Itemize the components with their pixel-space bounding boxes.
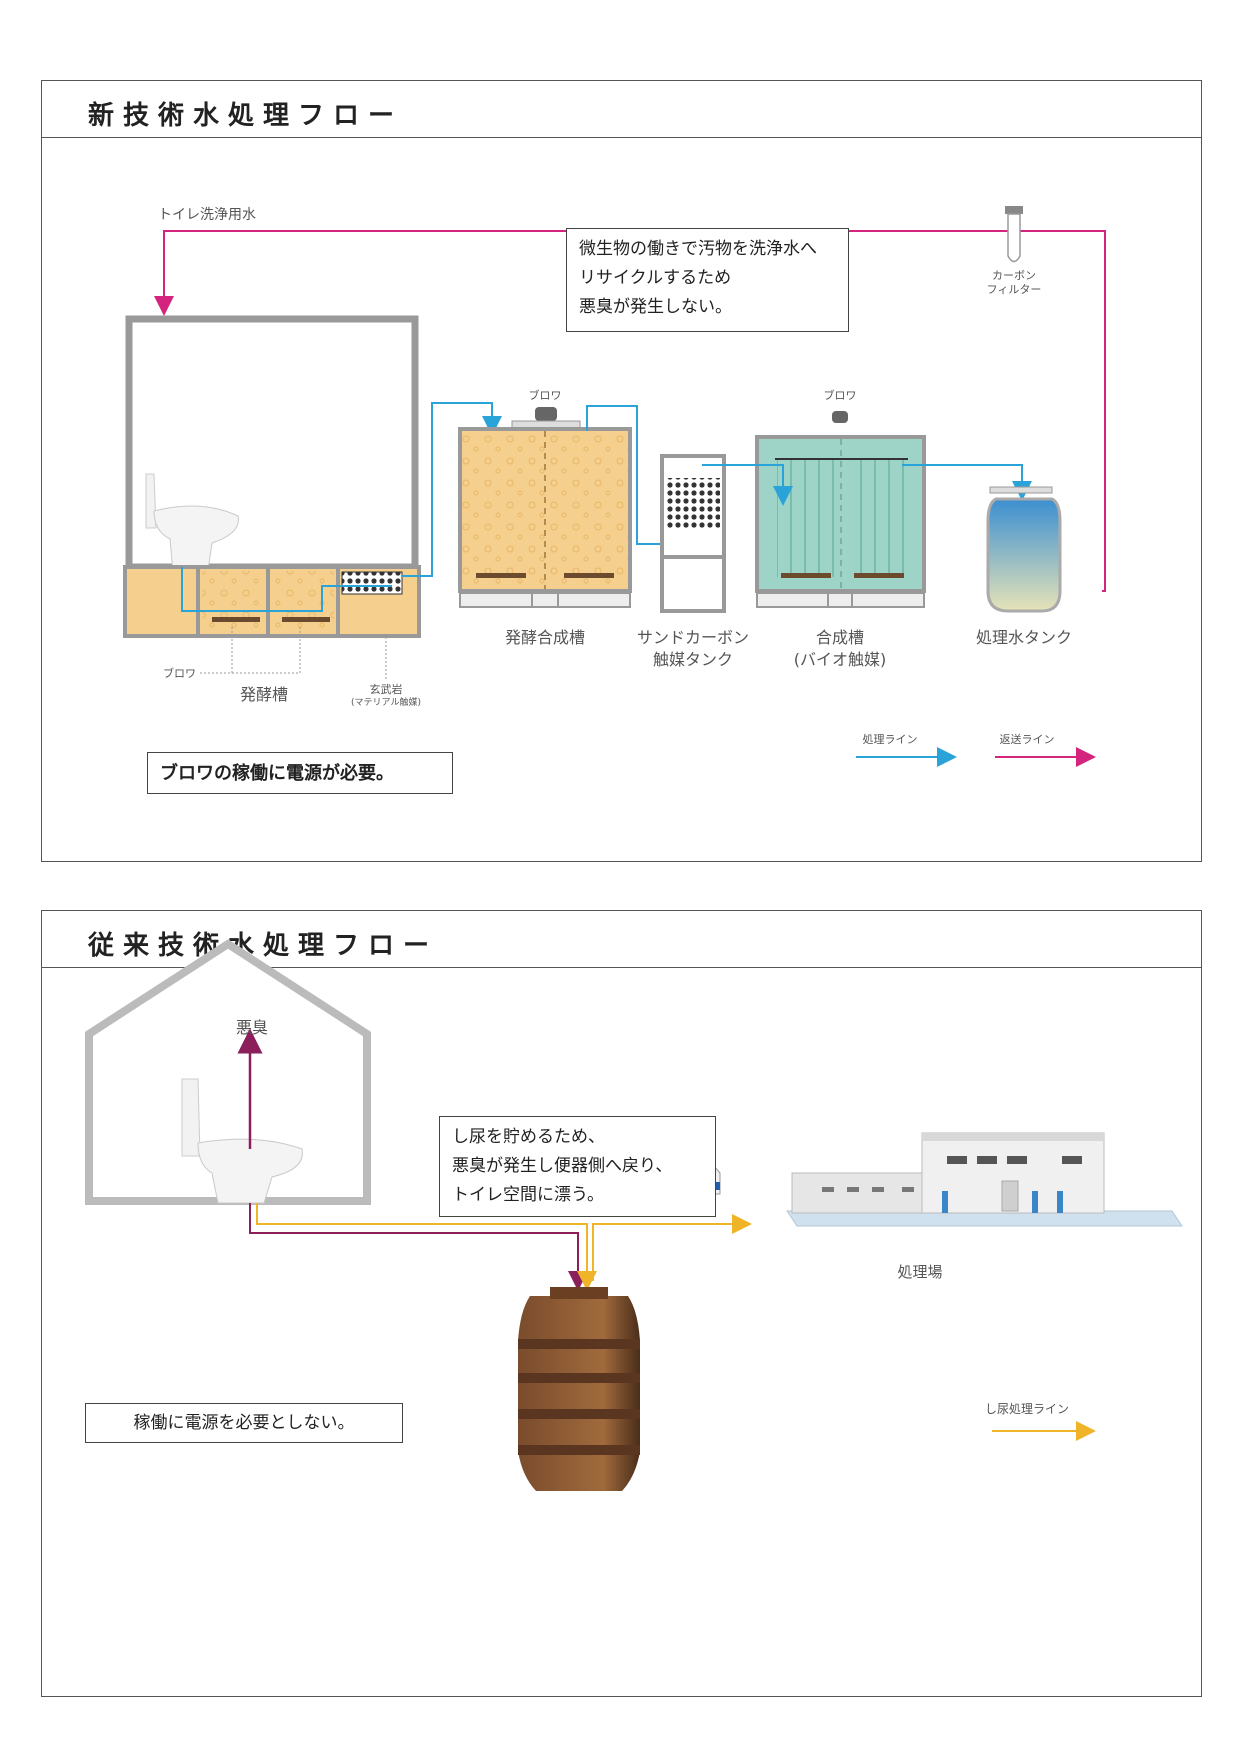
carbon-filter-label-1: カーボン (992, 269, 1036, 282)
new-flow-description-line-2: リサイクルするため (579, 268, 732, 288)
old-flow-description-line-2: 悪臭が発生し便器側へ戻り、 (452, 1156, 673, 1176)
sand-carbon-label-2: 触媒タンク (653, 650, 733, 669)
storage-tank (518, 1296, 640, 1491)
house-outline (85, 939, 371, 1205)
toilet-icon (145, 473, 239, 584)
old-flow-diagram: 悪臭 し尿 汲取 (85, 939, 1183, 1491)
new-flow-panel: 新技術水処理フロー (41, 80, 1202, 862)
carbon-filter-icon (1005, 206, 1023, 263)
return-line (154, 230, 1106, 592)
fermentation-tank-label: 発酵槽 (240, 685, 288, 704)
blower-label-mid: ブロワ (529, 388, 562, 402)
synthesis-tank-label-1: 合成槽 (816, 628, 864, 647)
fermentation-synthesis-label: 発酵合成槽 (505, 628, 585, 647)
old-flow-title: 従来技術水処理フロー (88, 931, 439, 961)
plant-label: 処理場 (897, 1263, 942, 1281)
carbon-filter-label-2: フィルター (987, 283, 1042, 296)
old-flow-description-line-1: し尿を貯めるため、 (452, 1127, 605, 1147)
old-flow-panel: 従来技術水処理フロー 悪臭 し尿 汲取 (41, 910, 1202, 1697)
new-flow-header: 新技術水処理フロー (42, 81, 1201, 138)
basalt-media (341, 571, 403, 595)
blower-label-right: ブロワ (824, 388, 857, 402)
toilet-icon-old (181, 1078, 303, 1204)
new-flow-description-line-3: 悪臭が発生しない。 (579, 297, 732, 317)
odor-label: 悪臭 (236, 1018, 268, 1037)
waste-line (256, 1203, 597, 1291)
new-flow-description: 微生物の働きで汚物を洗浄水へ リサイクルするため 悪臭が発生しない。 (566, 228, 849, 332)
sand-carbon-label-1: サンドカーボン (637, 628, 749, 647)
old-flow-description-line-3: トイレ空間に漂う。 (452, 1185, 604, 1205)
blower-label-left: ブロワ (163, 666, 196, 680)
synthesis-tank-label-2: (バイオ触媒) (794, 650, 887, 669)
legend-return-label: 返送ライン (1000, 732, 1055, 746)
new-flow-diagram: トイレ洗浄用水 カーボン フィルター ブロワ 発酵槽 玄武 (123, 206, 1106, 767)
basalt-label-2: (マテリアル触媒) (351, 696, 421, 708)
new-flow-title: 新技術水処理フロー (88, 101, 404, 131)
wash-water-label: トイレ洗浄用水 (158, 207, 256, 223)
new-flow-description-line-1: 微生物の働きで汚物を洗浄水へ (579, 239, 817, 259)
treatment-plant-icon (786, 1132, 1183, 1227)
no-power-note: 稼働に電源を必要としない。 (85, 1403, 403, 1443)
legend-process-label: 処理ライン (863, 733, 918, 746)
old-flow-description: し尿を貯めるため、 悪臭が発生し便器側へ戻り、 トイレ空間に漂う。 (439, 1116, 716, 1217)
legend-waste-label: し尿処理ライン (985, 1402, 1069, 1416)
odor-return-line (249, 1203, 588, 1291)
treated-water-tank (986, 497, 1062, 613)
treated-water-tank-label: 処理水タンク (976, 628, 1072, 647)
basalt-label-1: 玄武岩 (370, 682, 403, 696)
power-note: ブロワの稼働に電源が必要。 (147, 752, 453, 794)
old-flow-header: 従来技術水処理フロー (42, 911, 1201, 968)
collection-line (592, 1214, 752, 1281)
